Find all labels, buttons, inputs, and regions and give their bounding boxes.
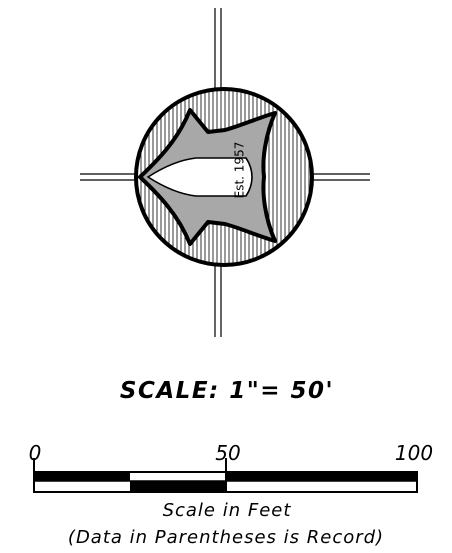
scale-tick-100: 100 [395,441,433,465]
scale-tick-50: 50 [215,441,240,465]
north-arrow-emblem: Est. 1957 [134,87,314,267]
scale-units-label: Scale in Feet [163,500,292,521]
scale-label: SCALE: 1"= 50' [120,378,334,404]
scale-bar-segment-bottom-mid [130,481,226,492]
scale-bar [33,458,418,493]
crosshair-lines [80,8,370,337]
scale-bar-segment-top-left [34,472,130,481]
scale-bar-segment-top-right [226,472,417,481]
scale-tick-0: 0 [29,441,42,465]
arrow-shaft-window [146,157,253,197]
emblem-outer-ring [134,87,314,267]
record-note: (Data in Parentheses is Record) [68,527,384,548]
established-text: Est. 1957 [233,142,247,199]
